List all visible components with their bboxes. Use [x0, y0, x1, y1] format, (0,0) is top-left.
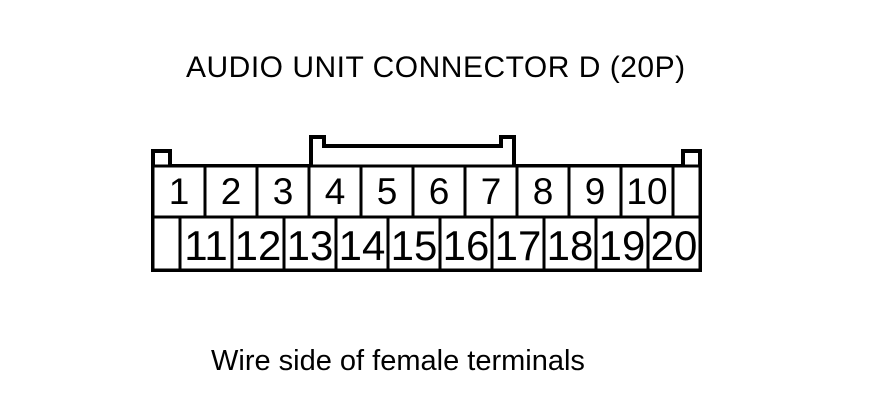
pin-number: 9: [585, 171, 606, 212]
pin-number: 6: [429, 171, 450, 212]
pin-number: 13: [287, 222, 334, 269]
pin-number: 19: [599, 222, 646, 269]
pin-number: 4: [325, 171, 346, 212]
pin-number: 1: [169, 171, 190, 212]
pin-number: 7: [481, 171, 502, 212]
pin-cell: [359, 164, 415, 219]
blank-cell: [151, 215, 182, 272]
pin-number: 15: [391, 222, 438, 269]
pin-number: 12: [235, 222, 282, 269]
pin-cell: [307, 164, 363, 219]
pin-number: 3: [273, 171, 294, 212]
pin-number: 10: [626, 171, 667, 212]
pin-cell: [567, 164, 623, 219]
pin-number: 8: [533, 171, 554, 212]
pin-number: 14: [339, 222, 386, 269]
pin-number: 2: [221, 171, 242, 212]
blank-cell: [671, 164, 702, 219]
pin-number: 18: [547, 222, 594, 269]
pin-cell: [282, 215, 338, 272]
pin-number: 5: [377, 171, 398, 212]
diagram-title: AUDIO UNIT CONNECTOR D (20P): [186, 51, 686, 84]
diagram-caption: Wire side of female terminals: [211, 345, 585, 377]
pin-cell: [542, 215, 598, 272]
pin-cell: [203, 164, 259, 219]
pin-cell: [230, 215, 286, 272]
pin-number: 20: [651, 222, 698, 269]
pin-cell: [334, 215, 390, 272]
pin-number: 11: [184, 222, 228, 269]
pin-cell: [646, 215, 702, 272]
pin-number: 17: [495, 222, 542, 269]
pin-number: 16: [443, 222, 490, 269]
